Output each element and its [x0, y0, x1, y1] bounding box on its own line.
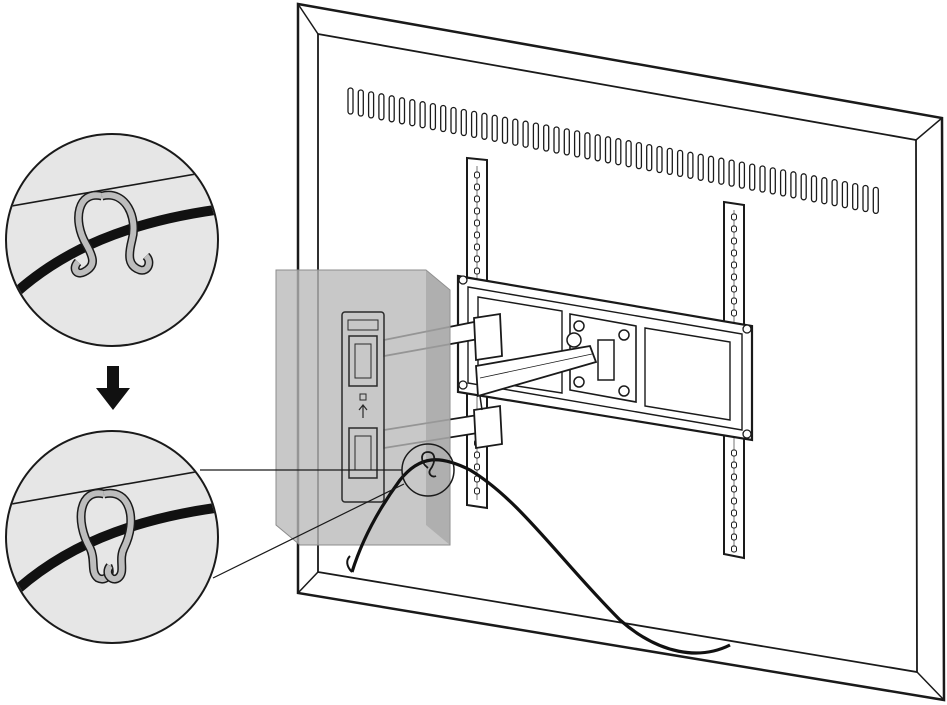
- vent-slot: [687, 151, 694, 179]
- rail-hole: [731, 545, 737, 553]
- vent-slot: [398, 97, 406, 125]
- rail-hole: [731, 285, 737, 293]
- vent-slot: [553, 126, 560, 154]
- rail-hole: [474, 195, 480, 203]
- vent-slot: [852, 182, 859, 211]
- vent-slot: [573, 130, 581, 158]
- rail-hole: [731, 461, 737, 469]
- vent-slot: [347, 87, 354, 115]
- detail-step-1: [5, 133, 219, 347]
- vent-slot: [470, 110, 478, 139]
- rail-hole: [731, 261, 737, 269]
- rail-hole: [731, 309, 737, 317]
- vent-slot: [409, 99, 416, 127]
- wall-plate: [275, 269, 451, 546]
- rail-hole: [474, 231, 480, 239]
- vent-slot: [522, 120, 529, 148]
- vent-slot: [440, 104, 447, 133]
- rail-hole: [474, 219, 480, 227]
- vent-slot: [491, 114, 498, 142]
- vent-slot: [831, 178, 838, 207]
- vent-slot: [367, 91, 375, 119]
- vent-slot: [615, 138, 622, 166]
- vent-slot: [769, 167, 776, 195]
- rail-hole: [474, 243, 480, 251]
- rail-hole: [731, 521, 737, 529]
- vent-slot: [481, 112, 488, 140]
- vent-slot: [419, 101, 426, 129]
- vent-slot: [429, 102, 437, 131]
- vent-slot: [790, 171, 797, 199]
- rail-hole: [474, 171, 480, 179]
- leader-lines: [200, 469, 405, 579]
- rail-hole: [731, 449, 737, 457]
- rail-hole: [731, 213, 737, 221]
- vent-slot: [718, 157, 725, 185]
- detail-step-2: [5, 430, 219, 644]
- vent-slot: [563, 128, 570, 156]
- mounting-plate: [456, 274, 754, 442]
- vent-slot: [800, 173, 807, 201]
- rail-hole: [474, 487, 480, 495]
- rail-hole: [731, 273, 737, 281]
- vent-slot: [749, 163, 756, 191]
- rail-hole: [474, 207, 480, 215]
- rail-hole: [731, 249, 737, 257]
- vent-slot: [821, 177, 828, 205]
- vent-slot: [501, 116, 509, 144]
- rail-hole: [474, 267, 480, 275]
- rail-hole: [731, 473, 737, 481]
- vent-slot: [779, 169, 787, 197]
- rail-hole: [731, 533, 737, 541]
- vent-slot: [450, 106, 457, 135]
- vent-slot: [646, 143, 653, 172]
- vent-slot: [841, 180, 849, 209]
- vent-slot: [357, 89, 364, 117]
- vent-slot: [584, 132, 591, 160]
- vent-slot: [666, 147, 673, 176]
- vent-slot: [759, 165, 766, 193]
- vent-slot: [512, 118, 519, 146]
- vent-slot: [728, 159, 735, 187]
- rail-hole: [474, 183, 480, 191]
- rail-hole: [731, 485, 737, 493]
- rail-hole: [731, 237, 737, 245]
- vent-slot: [388, 95, 395, 123]
- vent-slot: [810, 175, 818, 203]
- vent-slot: [460, 108, 467, 137]
- vent-slot: [604, 136, 612, 164]
- rail-hole: [731, 225, 737, 233]
- down-arrow-icon: [96, 366, 130, 410]
- vent-slot: [635, 141, 643, 170]
- vent-slot: [378, 93, 385, 121]
- power-cable: [346, 458, 731, 655]
- ventilation-slots: [347, 87, 879, 215]
- vent-slot: [872, 186, 879, 215]
- vent-slot: [594, 134, 601, 162]
- vent-slot: [697, 153, 704, 181]
- vent-slot: [625, 140, 632, 168]
- vent-slot: [862, 184, 869, 213]
- rail-hole: [474, 451, 480, 459]
- vent-slot: [676, 149, 684, 178]
- vent-slot: [532, 122, 540, 150]
- vent-slot: [707, 155, 715, 183]
- rail-hole: [731, 497, 737, 505]
- rail-hole: [731, 509, 737, 517]
- rail-hole: [474, 463, 480, 471]
- vent-slot: [656, 145, 663, 174]
- vent-slot: [738, 161, 746, 189]
- vent-slot: [543, 124, 550, 152]
- rail-hole: [474, 255, 480, 263]
- rail-hole: [731, 297, 737, 305]
